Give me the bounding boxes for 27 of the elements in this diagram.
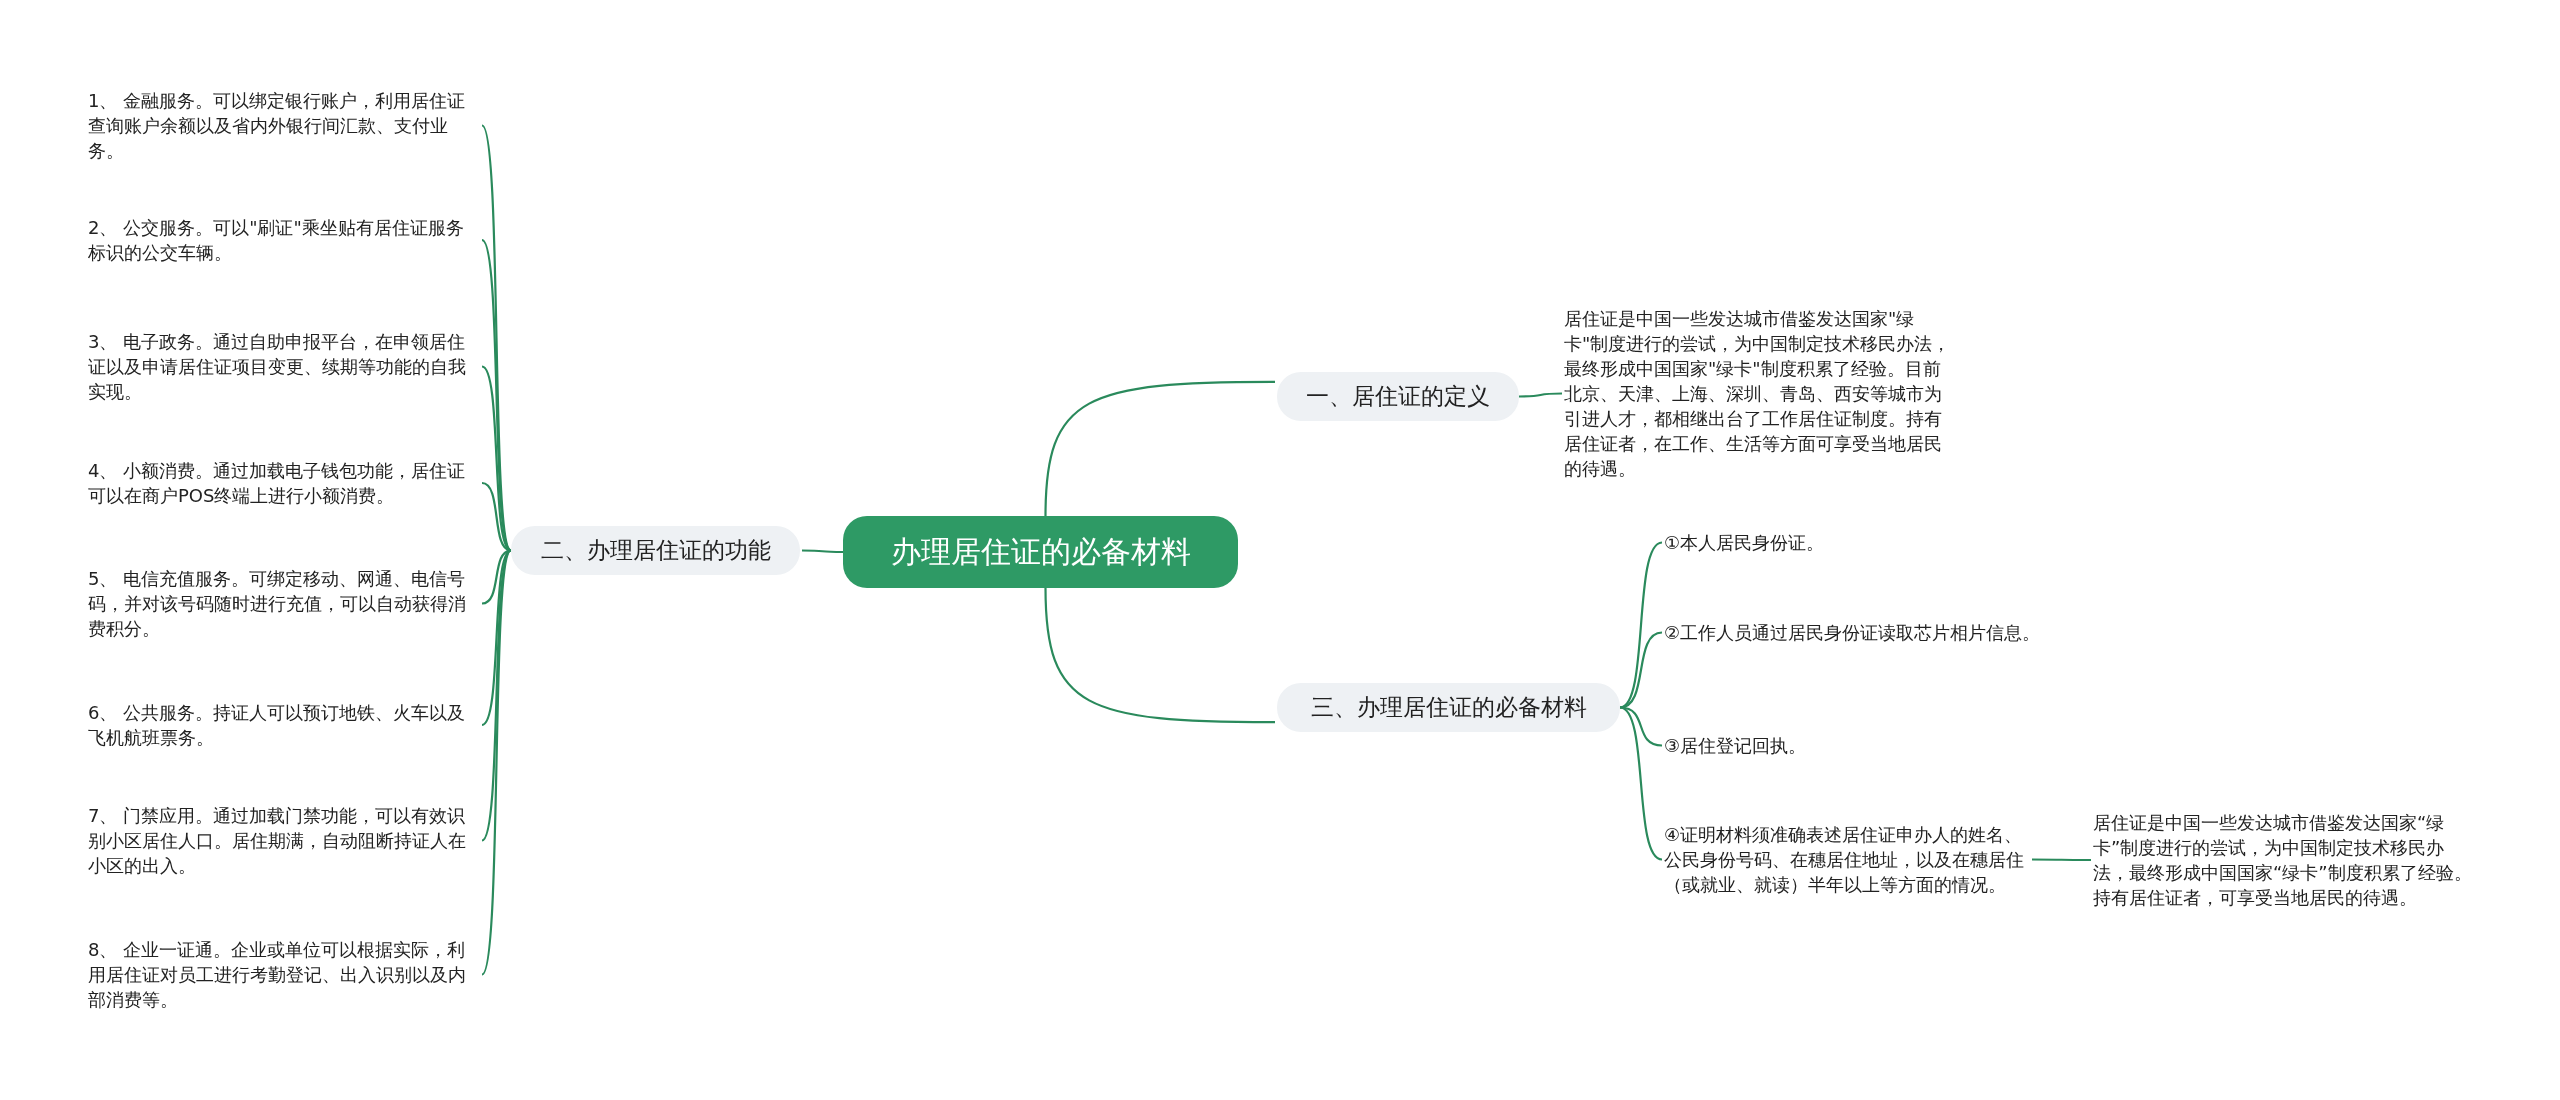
topic-bubble: 二、办理居住证的功能 bbox=[511, 526, 800, 575]
topic-bubble: 三、办理居住证的必备材料 bbox=[1277, 683, 1620, 732]
central-topic: 办理居住证的必备材料 bbox=[843, 516, 1238, 588]
topic-text: ③居住登记回执。 bbox=[1664, 733, 2044, 758]
topic-text: 4、 小额消费。通过加载电子钱包功能，居住证可以在商户POS终端上进行小额消费。 bbox=[88, 458, 480, 508]
connector bbox=[1519, 392, 1562, 398]
topic-text: 8、 企业一证通。企业或单位可以根据实际，利用居住证对员工进行考勤登记、出入识别以及内部消费等。 bbox=[88, 937, 480, 1012]
connector bbox=[481, 550, 512, 975]
topic-text: 5、 电信充值服务。可绑定移动、网通、电信号码，并对该号码随时进行充值，可以自动获得消费积分。 bbox=[88, 566, 480, 641]
connector bbox=[1044, 587, 1275, 724]
topic-text: 居住证是中国一些发达城市借鉴发达国家"绿卡"制度进行的尝试，为中国制定技术移民办法，最终形成中国国家"绿卡"制度积累了经验。目前北京、天津、上海、深圳、青岛、西安等城市为引进人才，都相继出台了工作居住证制度。持有居住证者，在工作、生活等方面可享受当地居民的待遇。 bbox=[1564, 306, 1956, 481]
topic-text: 2、 公交服务。可以"刷证"乘坐贴有居住证服务标识的公交车辆。 bbox=[88, 215, 480, 265]
topic-text: 3、 电子政务。通过自助申报平台，在申领居住证以及申请居住证项目变更、续期等功能的自我实现。 bbox=[88, 329, 480, 404]
connector bbox=[2032, 858, 2091, 862]
topic-text: ④证明材料须准确表述居住证申办人的姓名、公民身份号码、在穗居住地址，以及在穗居住（或就业、就读）半年以上等方面的情况。 bbox=[1664, 822, 2032, 897]
connector bbox=[481, 239, 512, 552]
topic-text: 1、 金融服务。可以绑定银行账户，利用居住证查询账户余额以及省内外银行间汇款、支付业务。 bbox=[88, 88, 480, 163]
topic-text: 6、 公共服务。持证人可以预订地铁、火车以及飞机航班票务。 bbox=[88, 700, 480, 750]
topic-text: 居住证是中国一些发达城市借鉴发达国家“绿卡”制度进行的尝试，为中国制定技术移民办法，最终形成中国国家“绿卡”制度积累了经验。持有居住证者，可享受当地居民的待遇。 bbox=[2093, 810, 2478, 910]
connector bbox=[1619, 631, 1663, 709]
connector bbox=[802, 549, 843, 554]
topic-text: ①本人居民身份证。 bbox=[1664, 530, 2044, 555]
connector bbox=[1619, 706, 1663, 861]
topic-text: ②工作人员通过居民身份证读取芯片相片信息。 bbox=[1664, 620, 2044, 645]
connector bbox=[1044, 380, 1275, 517]
topic-bubble: 一、居住证的定义 bbox=[1277, 372, 1519, 421]
topic-text: 7、 门禁应用。通过加载门禁功能，可以有效识别小区居住人口。居住期满，自动阻断持证人在小区的出入。 bbox=[88, 803, 480, 878]
